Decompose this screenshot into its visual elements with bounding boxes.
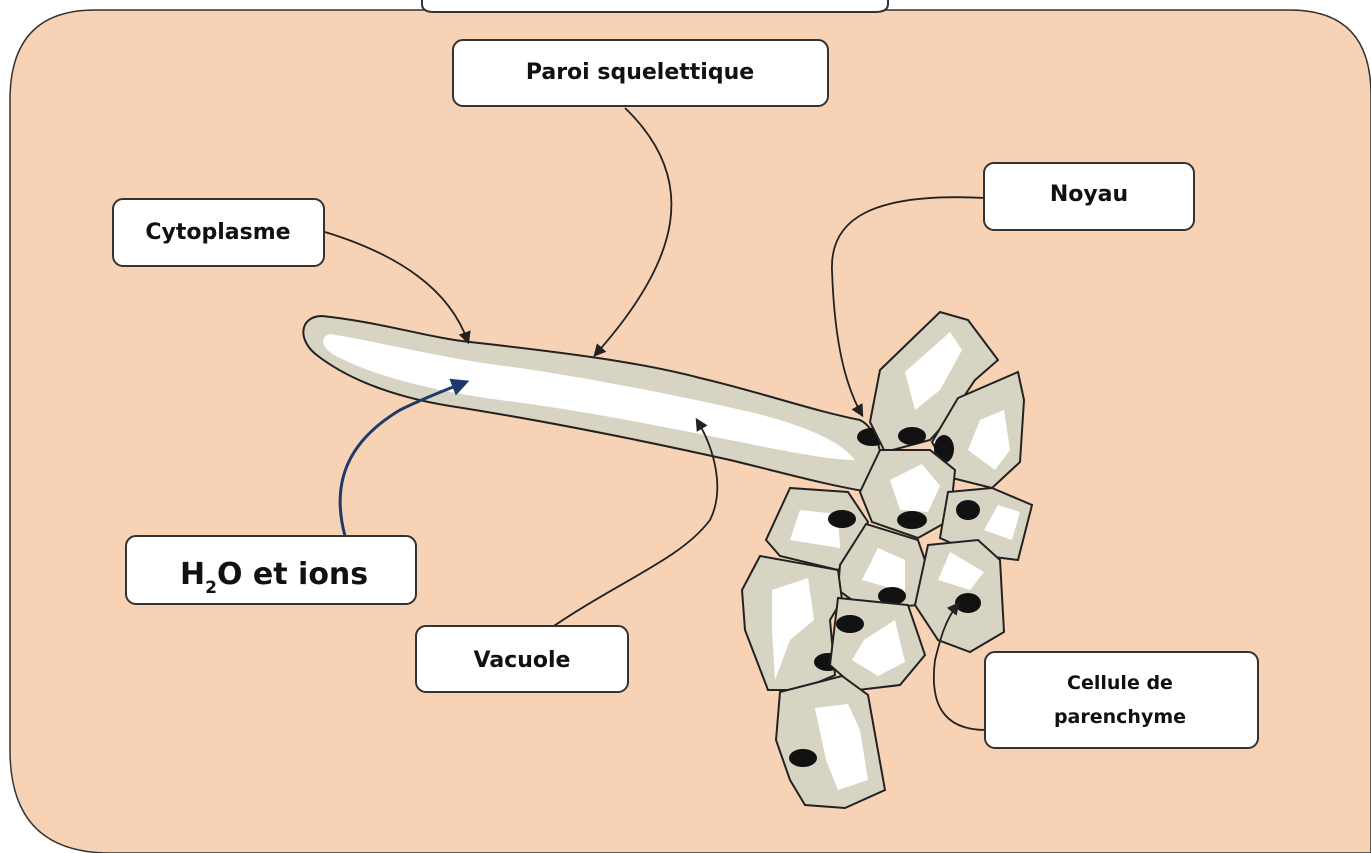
label-cellule-line1: Cellule de [1067, 672, 1173, 694]
label-cellule-line2: parenchyme [1054, 706, 1186, 728]
label-noyau-text: Noyau [1050, 182, 1128, 207]
label-vacuole: Vacuole [416, 626, 628, 692]
label-paroi-text: Paroi squelettique [526, 60, 754, 85]
label-paroi: Paroi squelettique [453, 40, 828, 106]
label-h2o: H2O et ions [126, 536, 416, 604]
label-noyau: Noyau [984, 163, 1194, 230]
h2o-subscript: 2 [205, 578, 217, 598]
label-cellule: Cellule de parenchyme [985, 652, 1258, 748]
label-cytoplasme: Cytoplasme [113, 199, 324, 266]
label-vacuole-text: Vacuole [474, 648, 571, 673]
title-box-partial [422, 0, 888, 12]
h2o-h: H [180, 557, 205, 592]
label-cytoplasme-text: Cytoplasme [145, 220, 290, 245]
h2o-rest: O et ions [217, 557, 368, 592]
